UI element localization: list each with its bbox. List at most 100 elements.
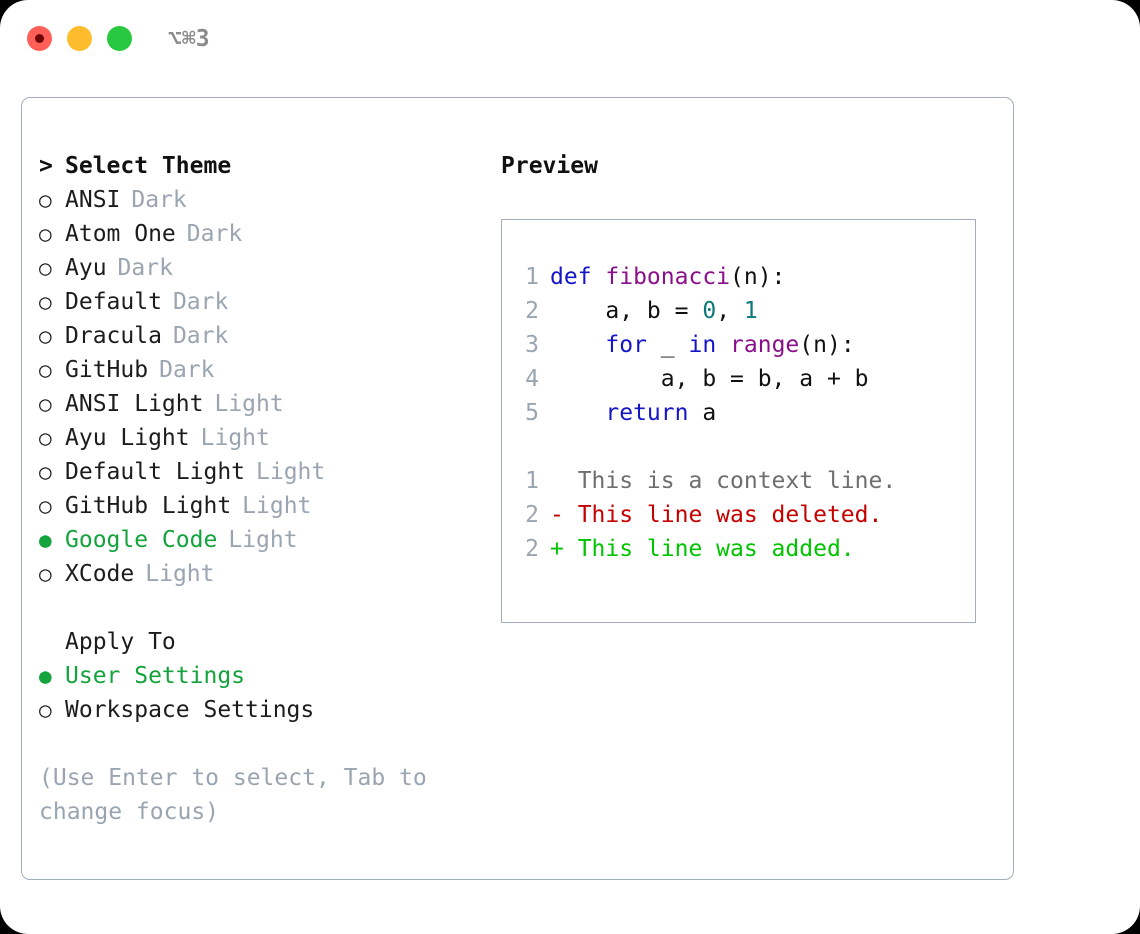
code-token-kw: for xyxy=(605,332,647,358)
radio-unselected-icon: ○ xyxy=(39,256,52,280)
close-button[interactable] xyxy=(27,26,52,51)
line-number: 3 xyxy=(525,332,539,358)
radio-unselected-icon: ○ xyxy=(39,290,52,314)
code-token-fn: range xyxy=(730,332,800,358)
radio-unselected-icon: ○ xyxy=(39,392,52,416)
code-text: return a xyxy=(550,396,716,430)
code-token-kw: def xyxy=(550,264,606,290)
theme-variant-badge: Light xyxy=(242,493,312,519)
select-theme-title: Select Theme xyxy=(65,153,232,179)
theme-name: Ayu xyxy=(65,255,107,281)
code-token-fn: fibonacci xyxy=(605,264,731,290)
line-number: 1 xyxy=(525,468,539,494)
code-token-kw: return xyxy=(605,400,689,426)
code-token-plain: a, b = xyxy=(550,298,703,324)
apply-to-label: User Settings xyxy=(65,663,246,689)
theme-name: GitHub Light xyxy=(65,493,232,519)
diff-line: 2- This line was deleted. xyxy=(515,498,969,532)
theme-variant-badge: Dark xyxy=(159,357,215,383)
line-number: 1 xyxy=(525,264,539,290)
code-token-plain: a, b = b, a + b xyxy=(550,366,869,392)
theme-variant-badge: Dark xyxy=(131,187,187,213)
code-token-plain xyxy=(550,332,605,358)
radio-unselected-icon: ○ xyxy=(39,460,52,484)
theme-variant-badge: Dark xyxy=(117,255,173,281)
apply-to-item[interactable]: ● User Settings xyxy=(39,659,489,693)
diff-line: 2 + This line was added. xyxy=(515,532,969,566)
code-token-num: 0 xyxy=(702,298,717,324)
code-line: 1 def fibonacci(n): xyxy=(515,260,969,294)
theme-variant-badge: Light xyxy=(214,391,284,417)
window-controls xyxy=(27,26,132,51)
radio-selected-icon: ● xyxy=(39,664,52,688)
diff-line: 1 This is a context line. xyxy=(515,464,969,498)
apply-to-list: ● User Settings ○Workspace Settings xyxy=(39,659,489,727)
theme-list-item[interactable]: ○ ANSI Light Light xyxy=(39,387,489,421)
theme-name: Default xyxy=(65,289,162,315)
theme-name: Ayu Light xyxy=(65,425,190,451)
titlebar: ⌥⌘3 xyxy=(0,0,1140,78)
code-token-num: 1 xyxy=(743,298,758,324)
apply-to-header: Apply To xyxy=(39,625,489,659)
theme-name: Dracula xyxy=(65,323,162,349)
diff-text-ctx: This is a context line. xyxy=(550,468,897,494)
code-line: 5 return a xyxy=(515,396,969,430)
maximize-button[interactable] xyxy=(107,26,132,51)
theme-list-item[interactable]: ● Google Code Light xyxy=(39,523,489,557)
spacer xyxy=(39,591,489,625)
theme-name: ANSI xyxy=(65,187,121,213)
recording-dot-icon xyxy=(35,34,44,43)
theme-list-item[interactable]: ○ Default Dark xyxy=(39,285,489,319)
theme-variant-badge: Dark xyxy=(172,289,229,315)
theme-name: ANSI Light xyxy=(65,391,204,417)
code-text: for _ in range(n): xyxy=(550,328,855,362)
radio-selected-icon: ● xyxy=(39,528,52,552)
apply-to-label: Workspace Settings xyxy=(65,697,315,723)
theme-variant-badge: Light xyxy=(228,527,298,553)
code-token-plain: (n): xyxy=(799,332,855,358)
code-token-plain: , xyxy=(716,298,744,324)
code-token-plain xyxy=(716,332,730,358)
code-diff-spacer xyxy=(515,430,969,464)
code-token-plain xyxy=(550,400,605,426)
code-line: 4 a, b = b, a + b xyxy=(515,362,969,396)
theme-variant-badge: Dark xyxy=(186,221,243,247)
diff-lines: 1 This is a context line.2- This line wa… xyxy=(515,464,969,566)
theme-list-item[interactable]: ○ Ayu Dark xyxy=(39,251,489,285)
code-text: a, b = 0, 1 xyxy=(550,294,758,328)
apply-to-title: Apply To xyxy=(65,629,176,655)
theme-name: GitHub xyxy=(65,357,149,383)
code-line: 3 for _ in range(n): xyxy=(515,328,969,362)
preview-title: Preview xyxy=(501,153,598,179)
theme-variant-badge: Light xyxy=(256,459,326,485)
diff-text-add: + This line was added. xyxy=(550,536,855,562)
line-number: 2 xyxy=(525,536,539,562)
theme-list-item[interactable]: ○ GitHub Dark xyxy=(39,353,489,387)
code-token-plain: (n): xyxy=(730,264,786,290)
minimize-button[interactable] xyxy=(67,26,92,51)
theme-name: Atom One xyxy=(65,221,176,247)
select-theme-header: > Select Theme xyxy=(39,149,489,183)
radio-unselected-icon: ○ xyxy=(39,358,52,382)
apply-to-item[interactable]: ○Workspace Settings xyxy=(39,693,489,727)
theme-name: Google Code xyxy=(65,527,218,553)
code-text: a, b = b, a + b xyxy=(550,362,869,396)
theme-variant-badge: Light xyxy=(200,425,270,451)
radio-unselected-icon: ○ xyxy=(39,562,52,586)
